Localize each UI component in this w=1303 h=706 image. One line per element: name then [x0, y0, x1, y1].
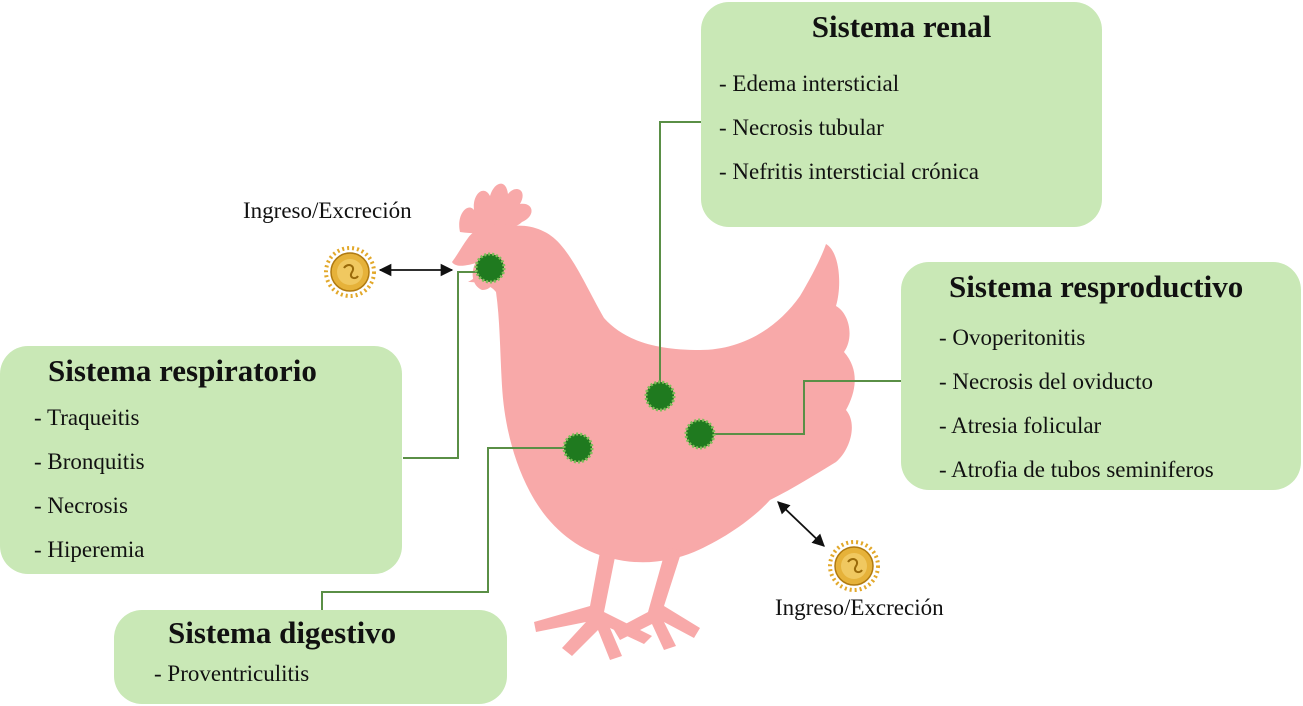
- list-item: Atrofia de tubos seminiferos: [939, 448, 1301, 492]
- connector-renal: [659, 121, 701, 396]
- reproductive-system-box: Sistema resproductivo Ovoperitonitis Nec…: [901, 262, 1301, 490]
- list-item: Ovoperitonitis: [939, 316, 1301, 360]
- infection-site-icon: [474, 252, 506, 284]
- list-item: Bronquitis: [34, 440, 402, 484]
- infection-site-icon: [644, 380, 676, 412]
- ingress-excretion-label-bottom: Ingreso/Excreción: [775, 595, 944, 620]
- reproductive-system-title: Sistema resproductivo: [949, 269, 1244, 304]
- digestive-system-list: Proventriculitis: [154, 652, 507, 696]
- infection-site-icon: [562, 432, 594, 464]
- double-arrow-icon: [777, 501, 825, 547]
- list-item: Atresia folicular: [939, 404, 1301, 448]
- renal-system-box: Sistema renal Edema intersticial Necrosi…: [701, 2, 1102, 227]
- connector-digestive: [321, 447, 578, 612]
- infection-site-icon: [684, 418, 716, 450]
- virus-icon: [324, 246, 376, 298]
- infection-markers: [474, 252, 716, 464]
- list-item: Necrosis: [34, 484, 402, 528]
- renal-system-title: Sistema renal: [811, 9, 992, 44]
- list-item: Nefritis intersticial crónica: [719, 150, 1102, 194]
- list-item: Traqueitis: [34, 396, 402, 440]
- ingress-excretion-label-top: Ingreso/Excreción: [243, 198, 412, 223]
- list-item: Necrosis del oviducto: [939, 360, 1301, 404]
- list-item: Proventriculitis: [154, 652, 507, 696]
- list-item: Hiperemia: [34, 528, 402, 572]
- chicken-silhouette: [452, 183, 855, 660]
- virus-icon: [828, 540, 880, 592]
- connector-reproductive: [700, 380, 901, 435]
- connector-respiratory: [403, 271, 490, 459]
- respiratory-system-title: Sistema respiratorio: [48, 353, 317, 388]
- digestive-system-title: Sistema digestivo: [168, 615, 397, 650]
- digestive-system-box: Sistema digestivo Proventriculitis: [114, 610, 507, 704]
- respiratory-system-box: Sistema respiratorio Traqueitis Bronquit…: [0, 346, 402, 574]
- list-item: Necrosis tubular: [719, 106, 1102, 150]
- respiratory-system-list: Traqueitis Bronquitis Necrosis Hiperemia: [34, 396, 402, 572]
- reproductive-system-list: Ovoperitonitis Necrosis del oviducto Atr…: [939, 316, 1301, 492]
- renal-system-list: Edema intersticial Necrosis tubular Nefr…: [719, 62, 1102, 194]
- list-item: Edema intersticial: [719, 62, 1102, 106]
- connector-lines: [321, 121, 901, 612]
